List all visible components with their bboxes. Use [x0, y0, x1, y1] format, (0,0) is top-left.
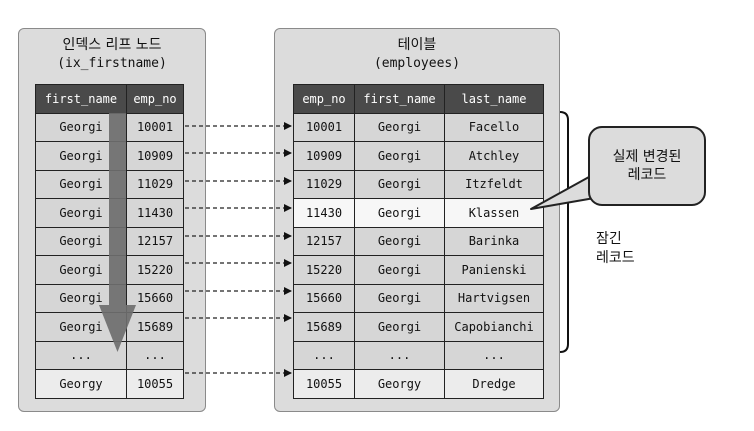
table-row: ......	[35, 340, 184, 370]
changed-record-callout: 실제 변경된 레코드	[588, 126, 706, 206]
emp-no-cell: 11029	[126, 169, 184, 199]
locked-records-bracket	[559, 111, 569, 353]
emp-no-cell: 11430	[293, 198, 355, 228]
index-panel-subtitle: (ix_firstname)	[57, 56, 167, 71]
callout-line: 실제 변경된	[612, 149, 682, 165]
emp-no-cell: 15660	[293, 283, 355, 313]
first-name-cell: Georgi	[354, 198, 445, 228]
first-name-cell: Georgy	[35, 369, 127, 399]
lock-label-line: 잠긴	[596, 231, 622, 247]
emp-no-cell: 12157	[126, 226, 184, 256]
first-name-cell: Georgi	[354, 312, 445, 342]
table-panel-title: 테이블	[397, 37, 437, 53]
last-name-cell: Barinka	[444, 226, 544, 256]
emp-no-cell: 10001	[126, 112, 184, 142]
row-pointer-arrows	[185, 122, 292, 377]
first-name-cell: ...	[35, 340, 127, 370]
last-name-cell: Itzfeldt	[444, 169, 544, 199]
table-panel-subtitle: (employees)	[373, 56, 461, 71]
employees-header-row: emp_no first_name last_name	[293, 84, 544, 114]
emp-no-cell: 15689	[293, 312, 355, 342]
emp-no-cell: 10055	[126, 369, 184, 399]
emp-no-cell: ...	[293, 340, 355, 370]
callout-line: 레코드	[627, 167, 667, 183]
first-name-cell: Georgi	[354, 283, 445, 313]
column-header: first_name	[35, 84, 127, 114]
column-header: emp_no	[126, 84, 184, 114]
emp-no-cell: 10909	[293, 141, 355, 171]
last-name-cell: Dredge	[444, 369, 544, 399]
first-name-cell: ...	[354, 340, 445, 370]
emp-no-cell: 10001	[293, 112, 355, 142]
emp-no-cell: 11430	[126, 198, 184, 228]
last-name-cell: Panienski	[444, 255, 544, 285]
emp-no-cell: 11029	[293, 169, 355, 199]
column-header: first_name	[354, 84, 445, 114]
column-header: last_name	[444, 84, 544, 114]
emp-no-cell: 15220	[293, 255, 355, 285]
last-name-cell: Capobianchi	[444, 312, 544, 342]
emp-no-cell: 12157	[293, 226, 355, 256]
emp-no-cell: 15220	[126, 255, 184, 285]
lock-label-line: 레코드	[596, 250, 635, 266]
last-name-cell: Facello	[444, 112, 544, 142]
emp-no-cell: 15689	[126, 312, 184, 342]
locked-records-label: 잠긴 레코드	[596, 230, 635, 268]
first-name-cell: Georgi	[354, 169, 445, 199]
last-name-cell: ...	[444, 340, 544, 370]
index-panel-title: 인덱스 리프 노드	[62, 37, 162, 53]
last-name-cell: Hartvigsen	[444, 283, 544, 313]
emp-no-cell: 10055	[293, 369, 355, 399]
first-name-cell: Georgi	[354, 255, 445, 285]
table-row: .........	[293, 340, 544, 370]
index-scan-arrow	[99, 113, 136, 352]
last-name-cell: Atchley	[444, 141, 544, 171]
column-header: emp_no	[293, 84, 355, 114]
index-header-row: first_name emp_no	[35, 84, 184, 114]
emp-no-cell: 15660	[126, 283, 184, 313]
